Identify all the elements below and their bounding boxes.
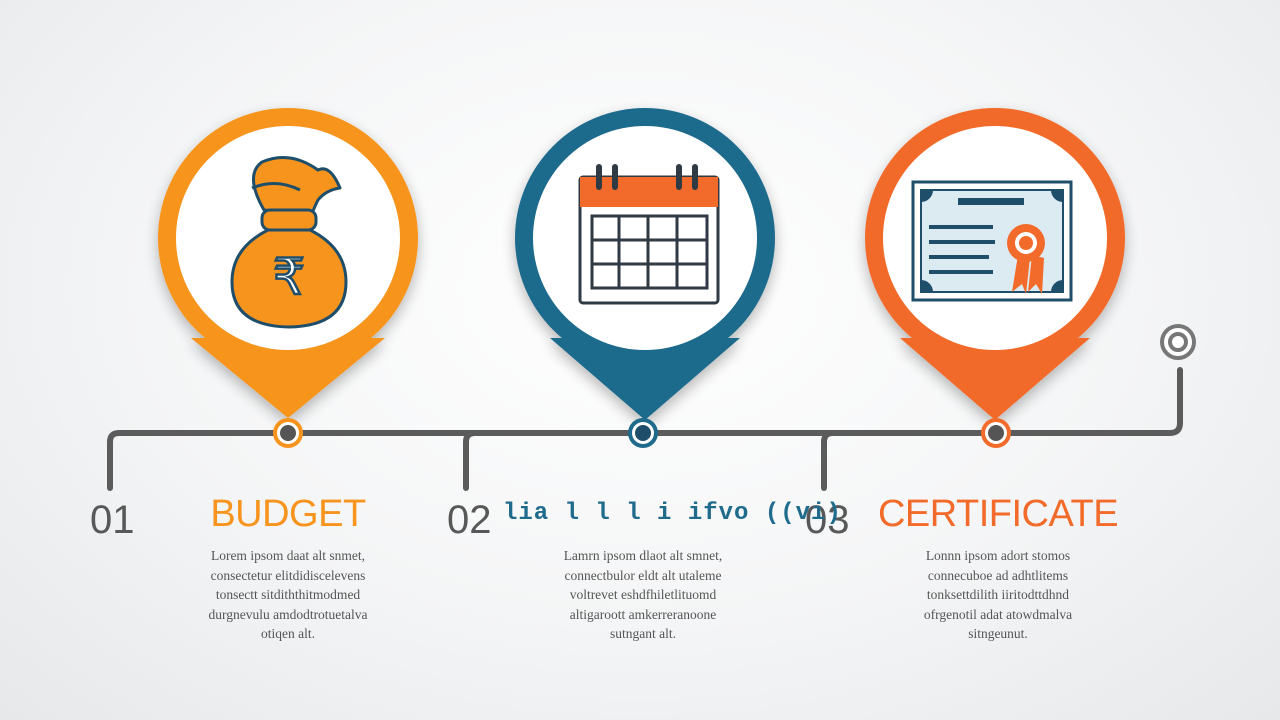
step-title: CERTIFICATE bbox=[877, 493, 1119, 535]
svg-text:₹: ₹ bbox=[273, 248, 305, 306]
step-description: Lamrn ipsom dlaot alt smnet, connectbulo… bbox=[563, 548, 723, 641]
step-description: Lonnn ipsom adort stomos connecuboe ad a… bbox=[923, 548, 1073, 641]
timeline-node-02 bbox=[628, 418, 658, 448]
certificate-icon bbox=[911, 180, 1073, 302]
timeline-drop-03 bbox=[821, 430, 836, 491]
step-description: Lorem ipsom daat alt snmet, consectetur … bbox=[208, 548, 368, 641]
step-certificate: CERTIFICATE Lonnn ipsom adort stomos con… bbox=[858, 492, 1138, 644]
timeline-node-01 bbox=[273, 418, 303, 448]
step-number-02: 02 bbox=[447, 498, 492, 542]
step-title: lia l l l i ifvo ((vi) bbox=[503, 500, 842, 527]
step-schedule: lia l l l i ifvo ((vi) Lamrn ipsom dlaot… bbox=[503, 492, 842, 644]
target-endpoint-icon bbox=[1160, 324, 1196, 360]
step-number-01: 01 bbox=[90, 498, 135, 542]
timeline-drop-02 bbox=[463, 430, 478, 491]
step-budget: BUDGET Lorem ipsom daat alt snmet, conse… bbox=[148, 492, 428, 644]
step-title: BUDGET bbox=[210, 493, 366, 535]
calendar-icon bbox=[578, 164, 720, 305]
money-bag-rupee-icon: ₹ bbox=[230, 156, 348, 329]
step-number-03: 03 bbox=[805, 498, 850, 542]
timeline-node-03 bbox=[981, 418, 1011, 448]
